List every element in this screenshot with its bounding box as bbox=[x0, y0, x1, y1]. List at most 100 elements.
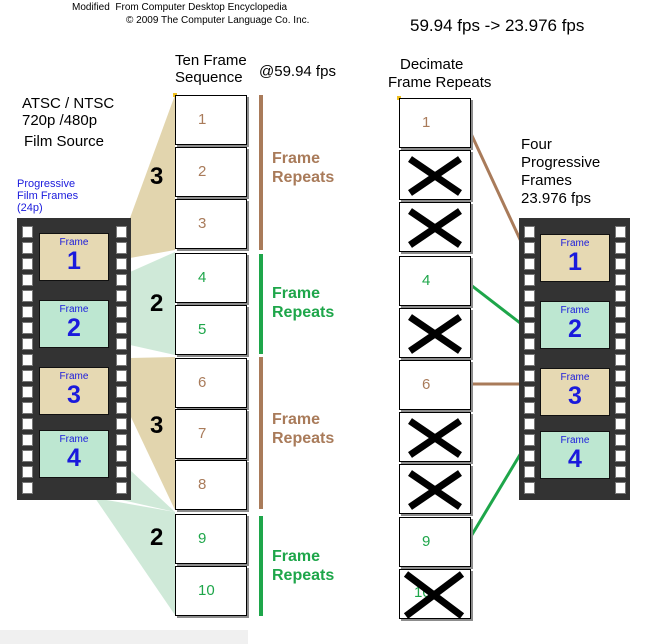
sprocket-hole bbox=[524, 402, 535, 414]
source-film-frame-4-number: 4 bbox=[67, 444, 81, 472]
sprocket-hole bbox=[22, 226, 33, 238]
group-2-label: Frame Repeats bbox=[272, 284, 334, 322]
sprocket-hole bbox=[615, 450, 626, 462]
output-film-frame-2-number: 2 bbox=[568, 315, 582, 343]
wedge-group-4 bbox=[95, 498, 175, 615]
sprocket-hole bbox=[22, 306, 33, 318]
sprocket-hole bbox=[524, 306, 535, 318]
sprocket-hole bbox=[524, 482, 535, 494]
sprocket-hole bbox=[615, 418, 626, 430]
sprocket-hole bbox=[116, 290, 127, 302]
sprocket-hole bbox=[615, 386, 626, 398]
output-film-frame-1-label: Frame bbox=[560, 238, 590, 249]
sprocket-hole bbox=[615, 290, 626, 302]
source-film-frame-3-number: 3 bbox=[67, 381, 81, 409]
group-4-label: Frame Repeats bbox=[272, 547, 334, 585]
sprocket-hole bbox=[615, 306, 626, 318]
seq-frame-8: 8 bbox=[175, 460, 247, 510]
film-label-3: (24p) bbox=[17, 202, 43, 214]
sprocket-hole bbox=[22, 354, 33, 366]
repeat-bar-2 bbox=[259, 254, 263, 354]
decimate-heading-2: Frame Repeats bbox=[388, 74, 492, 91]
sprocket-hole bbox=[116, 338, 127, 350]
sequence-heading-1: Ten Frame bbox=[175, 52, 247, 69]
kept-frame-4: 4 bbox=[399, 256, 471, 306]
x-mark-icon bbox=[408, 418, 462, 458]
x-mark-icon bbox=[408, 314, 462, 354]
sprocket-hole bbox=[116, 306, 127, 318]
group-3-label: Frame Repeats bbox=[272, 410, 334, 448]
sprocket-hole bbox=[22, 274, 33, 286]
sprocket-hole bbox=[615, 482, 626, 494]
film-label-2: Film Frames bbox=[17, 190, 79, 202]
source-film-frame-1: Frame 1 bbox=[39, 233, 109, 281]
film-strip-output: Frame 1 Frame 2 Frame 3 Frame 4 bbox=[519, 218, 630, 500]
sprocket-hole bbox=[615, 322, 626, 334]
sprocket-hole bbox=[524, 242, 535, 254]
sprocket-hole bbox=[615, 226, 626, 238]
seq-frame-4: 4 bbox=[175, 253, 247, 303]
sprocket-hole bbox=[615, 434, 626, 446]
wedge-group-3 bbox=[130, 357, 175, 510]
group-2-count: 2 bbox=[150, 290, 164, 317]
sprocket-hole bbox=[524, 466, 535, 478]
output-line-2: Progressive bbox=[521, 154, 601, 171]
sprocket-hole bbox=[524, 450, 535, 462]
sprocket-hole bbox=[524, 274, 535, 286]
dropped-frame-2 bbox=[399, 150, 471, 200]
credit-block: Modified From Computer Desktop Encyclope… bbox=[72, 2, 287, 14]
x-mark-icon bbox=[403, 571, 465, 618]
sprocket-hole bbox=[116, 226, 127, 238]
sprocket-hole bbox=[615, 370, 626, 382]
dropped-frame-7 bbox=[399, 412, 471, 462]
repeat-bar-4 bbox=[259, 516, 263, 616]
source-line-1: ATSC / NTSC bbox=[22, 95, 115, 112]
sprocket-hole bbox=[22, 434, 33, 446]
x-mark-icon bbox=[408, 156, 462, 196]
source-line-2: 720p /480p bbox=[22, 112, 98, 129]
sprocket-hole bbox=[116, 434, 127, 446]
sequence-heading-2: Sequence bbox=[175, 69, 243, 86]
diagram-title: 59.94 fps -> 23.976 fps bbox=[410, 16, 585, 35]
kept-frame-9: 9 bbox=[399, 517, 471, 567]
group-4-count: 2 bbox=[150, 524, 164, 551]
source-film-frame-4: Frame 4 bbox=[39, 430, 109, 478]
sprocket-hole bbox=[524, 258, 535, 270]
repeat-bar-3 bbox=[259, 357, 263, 509]
group-2-label-line-1: Frame bbox=[272, 285, 321, 302]
sprocket-hole bbox=[22, 450, 33, 462]
sprocket-hole bbox=[615, 338, 626, 350]
sequence-rate: @59.94 fps bbox=[259, 63, 336, 80]
output-line-1: Four bbox=[521, 136, 552, 153]
sprocket-hole bbox=[116, 466, 127, 478]
wedge-group-2 bbox=[130, 252, 175, 355]
dropped-frame-5 bbox=[399, 308, 471, 358]
kept-frame-6: 6 bbox=[399, 360, 471, 410]
output-film-frame-3: Frame 3 bbox=[540, 368, 610, 416]
kept-frame-1: 1 bbox=[399, 98, 471, 148]
source-film-frame-2: Frame 2 bbox=[39, 300, 109, 348]
seq-frame-3: 3 bbox=[175, 199, 247, 249]
seq-frame-7: 7 bbox=[175, 409, 247, 459]
credit-modified: Modified bbox=[72, 2, 110, 13]
sprocket-hole bbox=[524, 226, 535, 238]
sprocket-hole bbox=[116, 370, 127, 382]
decimate-heading-1: Decimate bbox=[400, 56, 464, 73]
x-mark-icon bbox=[408, 470, 462, 510]
sprocket-hole bbox=[22, 466, 33, 478]
output-film-frame-2-label: Frame bbox=[560, 305, 590, 316]
seq-frame-9: 9 bbox=[175, 514, 247, 564]
sprocket-hole bbox=[116, 354, 127, 366]
sprocket-hole bbox=[615, 354, 626, 366]
source-line-3: Film Source bbox=[24, 133, 105, 150]
output-film-frame-3-number: 3 bbox=[568, 382, 582, 410]
group-1-label-line-1: Frame bbox=[272, 150, 321, 167]
credit-copyright: © 2009 The Computer Language Co. Inc. bbox=[126, 15, 310, 26]
source-film-frame-2-label: Frame bbox=[59, 304, 89, 315]
output-film-frame-4-number: 4 bbox=[568, 445, 582, 473]
dropped-frame-10: 10 bbox=[399, 569, 471, 619]
sprocket-hole bbox=[116, 450, 127, 462]
sprocket-hole bbox=[615, 402, 626, 414]
group-4-label-line-1: Frame bbox=[272, 548, 321, 565]
seq-frame-5: 5 bbox=[175, 305, 247, 355]
